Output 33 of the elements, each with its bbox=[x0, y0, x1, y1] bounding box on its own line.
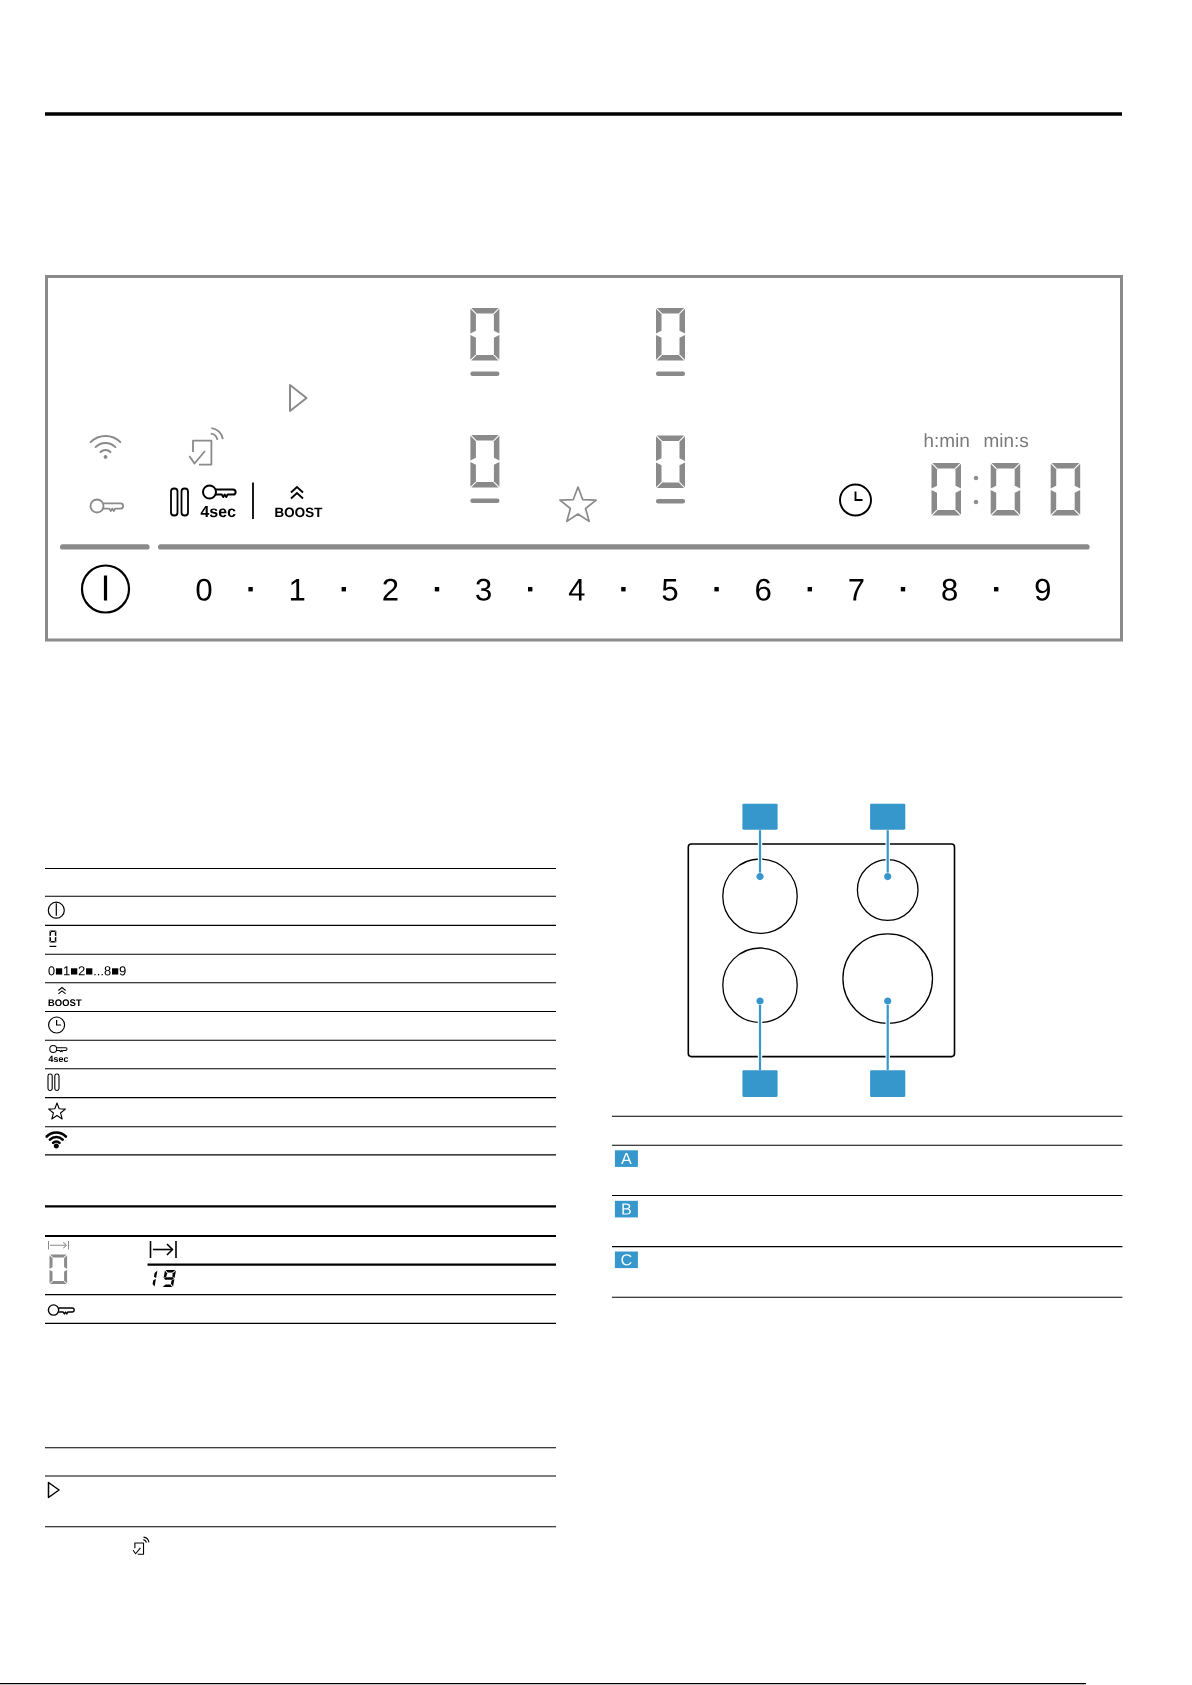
leader-line bbox=[885, 830, 890, 873]
letter-badge: A bbox=[614, 1150, 638, 1167]
power-level-number: 2 bbox=[383, 578, 398, 601]
symbol-caption: 4sec bbox=[48, 1055, 69, 1063]
power-level-number: 5 bbox=[662, 579, 678, 601]
power-level-scale: 0■1■2■...8■9 bbox=[48, 966, 126, 976]
cooking-zone bbox=[722, 858, 798, 935]
callout-box bbox=[742, 803, 778, 830]
power-level-number: 4 bbox=[568, 579, 585, 601]
callout-box bbox=[870, 1070, 906, 1098]
power-level-number: 3 bbox=[476, 578, 491, 601]
cooking-zone bbox=[842, 933, 934, 1025]
symbol-caption: BOOST bbox=[48, 999, 82, 1007]
letter-badge: B bbox=[614, 1200, 638, 1218]
timer-unit-label: h:min bbox=[924, 433, 969, 447]
cooktop-outline bbox=[687, 843, 956, 1058]
callout-box bbox=[742, 1070, 778, 1098]
leader-line bbox=[757, 830, 763, 873]
cooking-zone bbox=[856, 859, 919, 921]
power-level-number: 0 bbox=[196, 578, 212, 601]
power-level-number: 7 bbox=[849, 579, 864, 601]
power-level-number: 1 bbox=[290, 579, 305, 601]
symbol-caption: BOOST bbox=[275, 507, 323, 518]
cooking-zone bbox=[722, 947, 798, 1024]
leader-line bbox=[757, 1005, 763, 1070]
symbol-caption: 4sec bbox=[200, 506, 236, 518]
power-level-number: 9 bbox=[1035, 578, 1050, 601]
leader-line bbox=[885, 1005, 890, 1070]
power-level-number: 8 bbox=[942, 578, 957, 601]
callout-box bbox=[870, 803, 906, 830]
timer-unit-label: min:s bbox=[984, 433, 1029, 448]
letter-badge: C bbox=[614, 1251, 638, 1269]
power-level-number: 6 bbox=[756, 578, 771, 601]
